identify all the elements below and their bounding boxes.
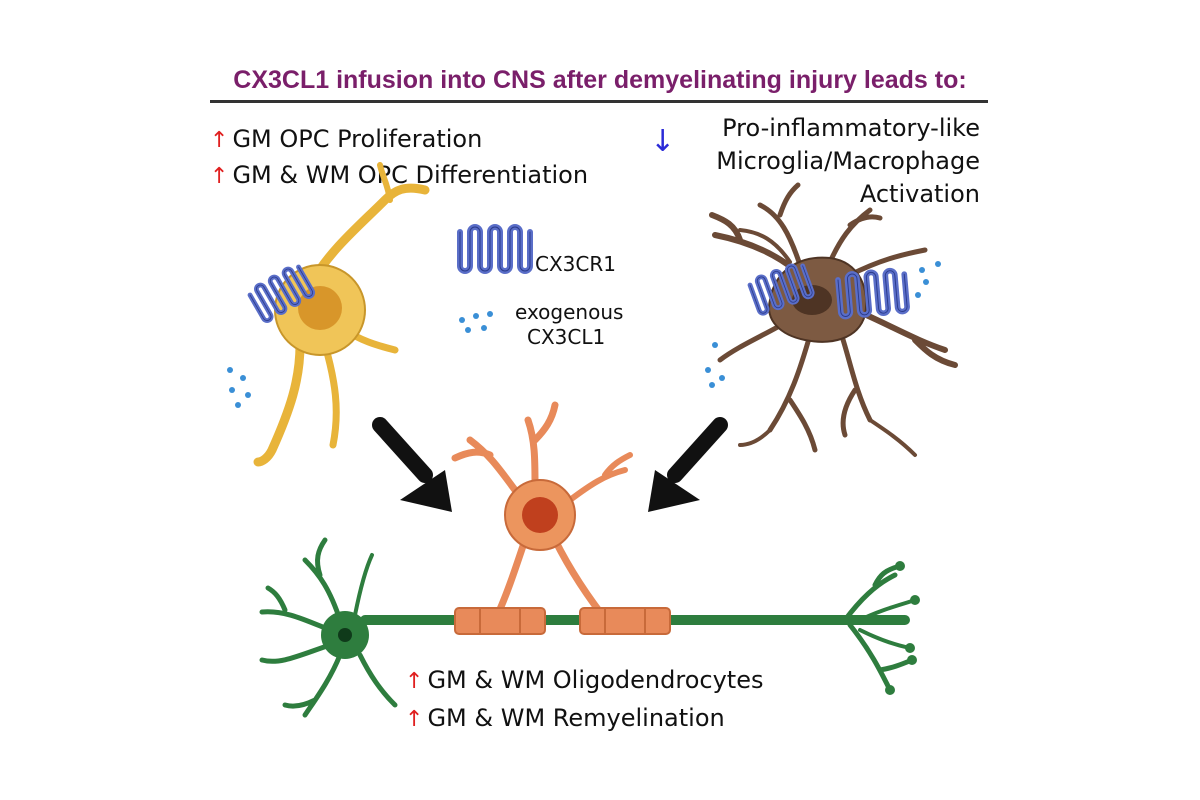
microglia-receptor-icon — [838, 269, 908, 316]
up-arrow-icon: ↑ — [405, 707, 424, 732]
right-effect-line-1: Pro-inflammatory-like — [722, 114, 980, 142]
diagram-title: CX3CL1 infusion into CNS after demyelina… — [233, 66, 967, 94]
oligodendrocyte-body — [504, 479, 576, 551]
neuron-terminal-dots — [885, 561, 920, 695]
left-effect-1-text: GM OPC Proliferation — [232, 125, 483, 153]
bottom-effect-2: ↑GM & WM Remyelination — [405, 704, 725, 732]
opc-cell — [253, 162, 430, 467]
up-arrow-icon: ↑ — [210, 128, 229, 153]
opc-ligand-dots — [227, 367, 251, 408]
microglia-ligand-dots — [705, 261, 941, 388]
bottom-effect-1: ↑GM & WM Oligodendrocytes — [405, 666, 763, 694]
ligand-legend-icon — [459, 311, 493, 333]
bottom-effect-2-text: GM & WM Remyelination — [427, 704, 725, 732]
receptor-legend-label: CX3CR1 — [535, 252, 616, 276]
receptor-legend-icon — [460, 227, 530, 271]
left-effect-1: ↑GM OPC Proliferation — [210, 125, 482, 153]
myelin-sheath — [579, 607, 671, 635]
title-underline — [210, 100, 988, 103]
ligand-legend-label-2: CX3CL1 — [527, 325, 606, 349]
arrow-icon — [648, 417, 728, 512]
bottom-effect-1-text: GM & WM Oligodendrocytes — [427, 666, 764, 694]
arrow-icon — [372, 417, 452, 512]
microglia-body — [768, 256, 868, 343]
up-arrow-icon: ↑ — [210, 164, 229, 189]
neuron-body — [321, 611, 369, 659]
up-arrow-icon: ↑ — [405, 669, 424, 694]
right-effect-line-2: Microglia/Macrophage — [716, 147, 980, 175]
myelin-sheath — [454, 607, 546, 635]
ligand-legend-label-1: exogenous — [515, 300, 624, 324]
down-arrow-icon: ↓ — [650, 124, 676, 159]
right-effect-line-3: Activation — [859, 180, 980, 208]
